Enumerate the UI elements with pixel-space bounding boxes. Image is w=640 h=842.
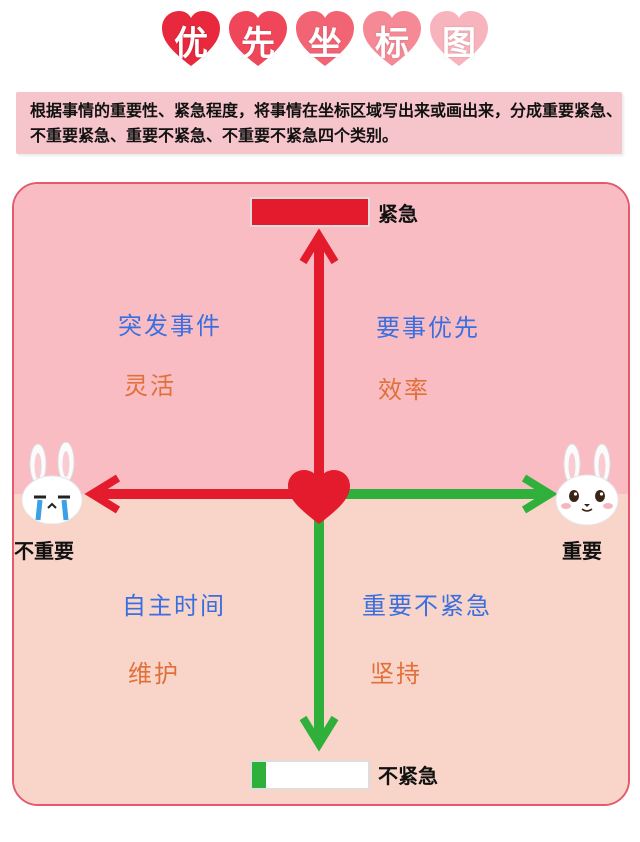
- quadrant-top-right-title: 要事优先: [376, 314, 480, 342]
- title-heart: 优: [160, 8, 222, 70]
- title-heart: 标: [361, 8, 423, 70]
- not-urgent-bar-fill: [252, 762, 266, 788]
- heart-icon: [229, 11, 287, 66]
- quadrant-top-left-title: 突发事件: [118, 312, 222, 340]
- title-char: 优: [174, 24, 208, 64]
- axis-label-not-urgent: 不紧急: [378, 764, 438, 788]
- quadrant-bottom-left-title: 自主时间: [122, 592, 226, 620]
- arrow-left-icon: [84, 474, 319, 514]
- not-urgent-bar: [250, 760, 370, 790]
- heart-icon: [363, 11, 421, 66]
- happy-bunny-icon: [555, 443, 619, 526]
- quadrant-bottom-left-sub: 维护: [128, 660, 180, 688]
- title-heart: 图: [428, 8, 490, 70]
- intro-text: 根据事情的重要性、紧急程度，将事情在坐标区域写出来或画出来，分成重要紧急、不重要…: [30, 101, 623, 145]
- axis-label-urgent: 紧急: [378, 202, 418, 226]
- urgent-bar-fill: [252, 199, 368, 225]
- quadrant-bottom-right-title: 重要不紧急: [362, 592, 492, 620]
- title-heart: 坐: [294, 8, 356, 70]
- axis-label-important: 重要: [562, 539, 602, 563]
- title-char: 先: [241, 24, 275, 64]
- urgent-bar: [250, 197, 370, 227]
- title-char: 坐: [308, 24, 342, 64]
- quadrant-bottom-right-sub: 坚持: [370, 660, 422, 688]
- quadrant-top-right-sub: 效率: [378, 376, 430, 404]
- crying-bunny-icon: [21, 442, 83, 525]
- intro-box: 根据事情的重要性、紧急程度，将事情在坐标区域写出来或画出来，分成重要紧急、不重要…: [16, 92, 622, 154]
- heart-icon: [296, 11, 354, 66]
- heart-icon: [430, 11, 488, 66]
- arrow-up-icon: [299, 228, 339, 492]
- title-char: 图: [442, 24, 476, 64]
- arrow-down-icon: [299, 494, 339, 752]
- arrow-right-icon: [319, 474, 558, 514]
- title-row: 优 先 坐 标 图: [160, 8, 490, 74]
- heart-icon: [162, 11, 220, 66]
- heart-icon: [288, 470, 350, 524]
- title-char: 标: [375, 24, 409, 64]
- quadrant-top-left-sub: 灵活: [124, 372, 176, 400]
- axis-label-not-important: 不重要: [14, 539, 74, 563]
- title-heart: 先: [227, 8, 289, 70]
